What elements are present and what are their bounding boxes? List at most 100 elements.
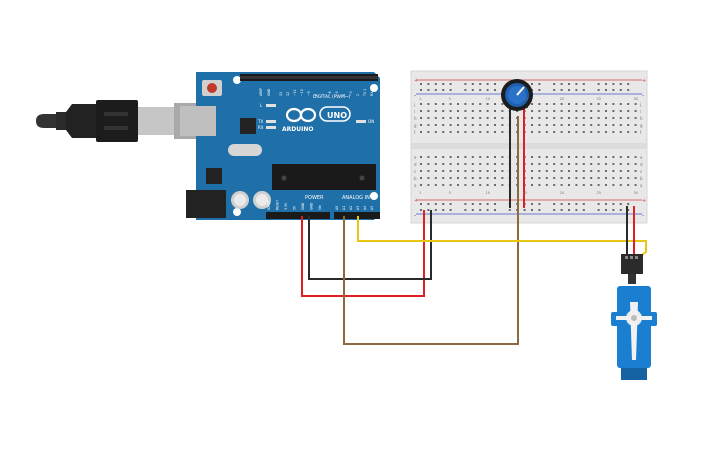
wire-black-gnd[interactable] bbox=[308, 210, 432, 280]
breadboard-hole[interactable] bbox=[434, 203, 437, 205]
breadboard-hole[interactable] bbox=[590, 131, 593, 133]
breadboard-hole[interactable] bbox=[597, 209, 600, 211]
breadboard-hole[interactable] bbox=[560, 203, 563, 205]
breadboard-hole[interactable] bbox=[619, 103, 622, 105]
wire-yellow-signal[interactable] bbox=[357, 216, 647, 259]
breadboard-hole[interactable] bbox=[420, 209, 422, 211]
potentiometer[interactable] bbox=[501, 79, 533, 111]
breadboard-hole[interactable] bbox=[560, 83, 563, 85]
breadboard-hole[interactable] bbox=[442, 177, 445, 179]
breadboard-hole[interactable] bbox=[486, 184, 489, 186]
breadboard-hole[interactable] bbox=[531, 131, 533, 133]
breadboard-hole[interactable] bbox=[560, 177, 563, 179]
breadboard-hole[interactable] bbox=[471, 117, 474, 119]
breadboard-hole[interactable] bbox=[442, 103, 445, 105]
breadboard-hole[interactable] bbox=[420, 177, 422, 179]
breadboard-hole[interactable] bbox=[427, 170, 430, 172]
breadboard-hole[interactable] bbox=[553, 184, 556, 186]
breadboard-hole[interactable] bbox=[597, 203, 600, 205]
breadboard-hole[interactable] bbox=[449, 117, 452, 119]
breadboard-hole[interactable] bbox=[619, 89, 622, 91]
breadboard-hole[interactable] bbox=[627, 131, 630, 133]
breadboard-hole[interactable] bbox=[442, 170, 445, 172]
breadboard-hole[interactable] bbox=[494, 156, 496, 158]
breadboard-hole[interactable] bbox=[434, 103, 437, 105]
breadboard-hole[interactable] bbox=[531, 177, 533, 179]
breadboard-hole[interactable] bbox=[545, 177, 548, 179]
breadboard-hole[interactable] bbox=[619, 131, 622, 133]
breadboard-hole[interactable] bbox=[449, 170, 452, 172]
breadboard-hole[interactable] bbox=[553, 110, 556, 112]
breadboard-hole[interactable] bbox=[619, 184, 622, 186]
breadboard-hole[interactable] bbox=[457, 184, 459, 186]
breadboard-hole[interactable] bbox=[612, 89, 615, 91]
breadboard-hole[interactable] bbox=[582, 83, 585, 85]
breadboard-hole[interactable] bbox=[590, 163, 593, 165]
breadboard-hole[interactable] bbox=[538, 163, 541, 165]
breadboard-hole[interactable] bbox=[420, 203, 422, 205]
breadboard-hole[interactable] bbox=[582, 103, 585, 105]
breadboard-hole[interactable] bbox=[553, 177, 556, 179]
breadboard-hole[interactable] bbox=[420, 103, 422, 105]
breadboard-hole[interactable] bbox=[486, 203, 489, 205]
breadboard-hole[interactable] bbox=[486, 131, 489, 133]
breadboard-hole[interactable] bbox=[464, 131, 467, 133]
breadboard-hole[interactable] bbox=[486, 110, 489, 112]
breadboard-hole[interactable] bbox=[582, 163, 585, 165]
breadboard-hole[interactable] bbox=[612, 209, 615, 211]
breadboard-hole[interactable] bbox=[612, 163, 615, 165]
breadboard-hole[interactable] bbox=[427, 89, 430, 91]
breadboard-hole[interactable] bbox=[612, 110, 615, 112]
breadboard-hole[interactable] bbox=[568, 177, 570, 179]
breadboard-hole[interactable] bbox=[538, 83, 541, 85]
breadboard-hole[interactable] bbox=[494, 203, 496, 205]
breadboard-hole[interactable] bbox=[619, 83, 622, 85]
breadboard-hole[interactable] bbox=[434, 110, 437, 112]
breadboard-hole[interactable] bbox=[434, 209, 437, 211]
breadboard-hole[interactable] bbox=[442, 89, 445, 91]
breadboard-hole[interactable] bbox=[471, 124, 474, 126]
breadboard-hole[interactable] bbox=[457, 110, 459, 112]
breadboard-hole[interactable] bbox=[442, 131, 445, 133]
breadboard-hole[interactable] bbox=[427, 177, 430, 179]
breadboard-hole[interactable] bbox=[457, 124, 459, 126]
breadboard-hole[interactable] bbox=[434, 184, 437, 186]
breadboard-hole[interactable] bbox=[553, 131, 556, 133]
breadboard-hole[interactable] bbox=[479, 184, 482, 186]
breadboard-hole[interactable] bbox=[449, 184, 452, 186]
breadboard-hole[interactable] bbox=[457, 163, 459, 165]
breadboard-hole[interactable] bbox=[575, 89, 578, 91]
breadboard-hole[interactable] bbox=[464, 83, 467, 85]
breadboard-hole[interactable] bbox=[442, 117, 445, 119]
breadboard-hole[interactable] bbox=[427, 209, 430, 211]
breadboard-hole[interactable] bbox=[553, 170, 556, 172]
breadboard-hole[interactable] bbox=[612, 177, 615, 179]
breadboard-hole[interactable] bbox=[434, 117, 437, 119]
breadboard-hole[interactable] bbox=[516, 110, 519, 112]
breadboard-hole[interactable] bbox=[605, 209, 607, 211]
breadboard-hole[interactable] bbox=[420, 163, 422, 165]
breadboard-hole[interactable] bbox=[479, 89, 482, 91]
breadboard-hole[interactable] bbox=[434, 170, 437, 172]
breadboard-hole[interactable] bbox=[545, 124, 548, 126]
breadboard-hole[interactable] bbox=[605, 103, 607, 105]
breadboard-hole[interactable] bbox=[582, 177, 585, 179]
breadboard-hole[interactable] bbox=[590, 184, 593, 186]
breadboard-hole[interactable] bbox=[545, 110, 548, 112]
breadboard-hole[interactable] bbox=[612, 131, 615, 133]
breadboard-hole[interactable] bbox=[619, 170, 622, 172]
breadboard-hole[interactable] bbox=[523, 209, 526, 211]
breadboard-hole[interactable] bbox=[553, 156, 556, 158]
breadboard-hole[interactable] bbox=[619, 110, 622, 112]
breadboard-hole[interactable] bbox=[560, 124, 563, 126]
breadboard-hole[interactable] bbox=[471, 163, 474, 165]
breadboard-hole[interactable] bbox=[471, 83, 474, 85]
breadboard-hole[interactable] bbox=[605, 177, 607, 179]
breadboard-hole[interactable] bbox=[420, 131, 422, 133]
breadboard-hole[interactable] bbox=[597, 177, 600, 179]
breadboard-hole[interactable] bbox=[486, 170, 489, 172]
breadboard-hole[interactable] bbox=[486, 103, 489, 105]
breadboard-hole[interactable] bbox=[449, 110, 452, 112]
breadboard-hole[interactable] bbox=[449, 124, 452, 126]
breadboard-hole[interactable] bbox=[582, 124, 585, 126]
